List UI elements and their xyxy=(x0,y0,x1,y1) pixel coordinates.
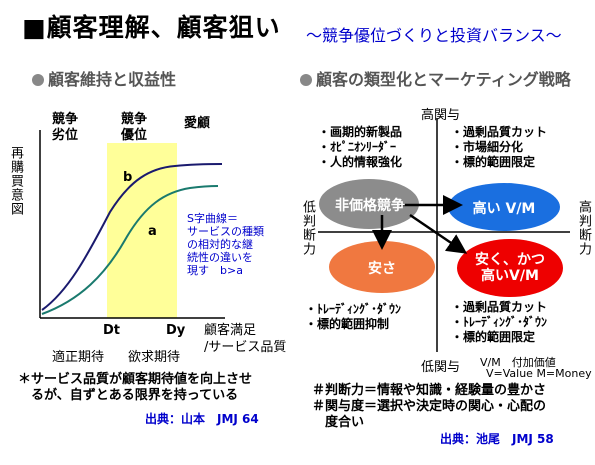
definition-judgment: ＃判断力＝情報や知識・経験量の豊かさ xyxy=(312,383,547,398)
list-item: ・標的範囲限定 xyxy=(451,155,536,169)
label-dy: Dy xyxy=(166,323,186,338)
label-competitive-advantage: 競争 優位 xyxy=(121,112,148,143)
list-item: ・市場細分化 xyxy=(451,140,524,154)
ellipse-cheap-and-high-vm xyxy=(457,239,563,297)
quadrant-top-left: ・画期的新製品 ・ｵﾋﾟﾆｵﾝﾘｰﾀﾞｰ ・人的情報強化 xyxy=(318,125,402,170)
list-item: ・画期的新製品 xyxy=(318,125,403,139)
label-competitive-disadvantage: 競争 劣位 xyxy=(52,112,79,143)
page-title: ■顧客理解、顧客狙い xyxy=(22,13,281,42)
ellipse-non-price-competition-label: 非価格競争 xyxy=(335,198,405,214)
axis-low-involvement: 低関与 xyxy=(421,360,461,375)
axis-low-judgment: 低判断力 xyxy=(300,200,315,256)
right-section-title: 顧客の類型化とマーケティング戦略 xyxy=(300,66,571,90)
curve-b-label: b xyxy=(123,170,133,185)
right-source: 出典：池尾 JMJ 58 xyxy=(440,432,554,446)
list-item: ・過剰品質カット xyxy=(451,300,548,314)
ellipse-cheapness xyxy=(329,241,435,293)
list-item: ・ﾄﾚｰﾃﾞｨﾝｸﾞ･ﾀﾞｳﾝ xyxy=(305,302,402,316)
ellipse-non-price-competition xyxy=(319,179,419,229)
list-item: ・ﾄﾚｰﾃﾞｨﾝｸﾞ･ﾀﾞｳﾝ xyxy=(451,315,548,329)
ellipse-high-vm xyxy=(448,183,560,231)
curve-b xyxy=(41,163,223,311)
left-source: 出典：山本 JMJ 64 xyxy=(145,412,259,426)
vm-note: V/M 付加価値 xyxy=(480,356,556,369)
definition-involvement: ＃関与度＝選択や決定時の関心・心配の xyxy=(312,399,547,414)
footnote: ＊サービス品質が顧客期待値を向上させ るが、自ずとある限界を持っている xyxy=(18,372,253,403)
ellipse-cheapness-label: 安さ xyxy=(368,261,396,277)
arrow-to-cheap-and-high-vm xyxy=(409,213,468,254)
quadrant-bottom-right: ・過剰品質カット ・ﾄﾚｰﾃﾞｨﾝｸﾞ･ﾀﾞｳﾝ ・標的範囲限定 xyxy=(451,300,547,345)
ellipse-cheap-and-high-vm-label: 安く、かつ 高いV/M xyxy=(475,252,545,284)
ellipse-high-vm-label: 高い V/M xyxy=(472,201,536,217)
list-item: ・人的情報強化 xyxy=(318,155,403,169)
curve-a-label: a xyxy=(148,224,157,239)
quadrant-top-right: ・過剰品質カット ・市場細分化 ・標的範囲限定 xyxy=(451,125,547,170)
definitions: ＃判断力＝情報や知識・経験量の豊かさ ＃関与度＝選択や決定時の関心・心配の 度合… xyxy=(312,383,546,431)
label-desired-expectation: 欲求期待 xyxy=(128,350,181,365)
bullet-icon xyxy=(300,74,312,86)
list-item: ・標的範囲限定 xyxy=(451,330,536,344)
page-subtitle: ～競争優位づくりと投資バランス～ xyxy=(306,26,562,45)
right-section-title-text: 顧客の類型化とマーケティング戦略 xyxy=(316,70,571,89)
vm-definition: V=Value M=Money xyxy=(486,367,592,380)
axis-high-judgment: 高判断力 xyxy=(576,200,591,256)
label-loyalty: 愛顧 xyxy=(184,116,211,131)
competitive-advantage-zone xyxy=(107,143,177,318)
list-item: ・標的範囲抑制 xyxy=(305,317,390,331)
y-axis-label: 再購買意図 xyxy=(8,146,23,216)
left-section-title-text: 顧客維持と収益性 xyxy=(48,70,177,89)
quadrant-bottom-left: ・ﾄﾚｰﾃﾞｨﾝｸﾞ･ﾀﾞｳﾝ ・標的範囲抑制 xyxy=(305,302,401,332)
label-adequate-expectation: 適正期待 xyxy=(52,350,105,365)
definition-involvement-cont: 度合い xyxy=(312,415,365,430)
curve-a xyxy=(41,185,219,315)
x-axis-label: 顧客満足 /サービス品質 xyxy=(204,323,287,355)
left-section-title: 顧客維持と収益性 xyxy=(32,66,176,90)
s-curve-note: S字曲線＝ サービスの種類 の相対的な継 続性の違いを 現す b>a xyxy=(187,212,264,277)
bullet-icon xyxy=(32,74,44,86)
label-dt: Dt xyxy=(103,323,121,338)
list-item: ・ｵﾋﾟﾆｵﾝﾘｰﾀﾞｰ xyxy=(318,140,397,154)
list-item: ・過剰品質カット xyxy=(451,125,548,139)
axis-high-involvement: 高関与 xyxy=(421,108,461,123)
